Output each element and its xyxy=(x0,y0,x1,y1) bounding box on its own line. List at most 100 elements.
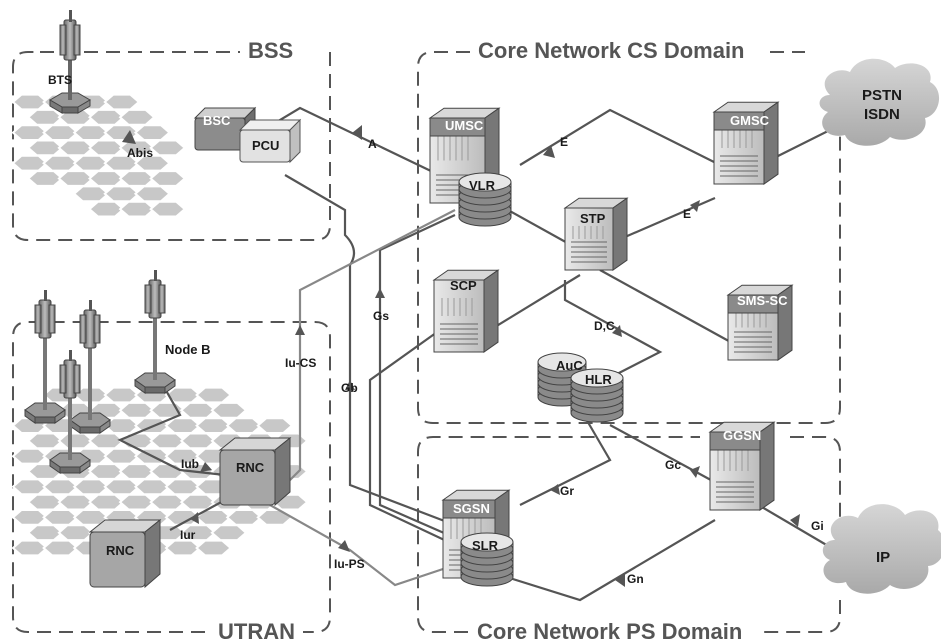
bts-label: BTS xyxy=(48,73,72,87)
cell-hexagon xyxy=(57,170,95,187)
gb-label: Gb xyxy=(341,381,358,395)
line-stp-hlr xyxy=(563,280,663,376)
marker-iups xyxy=(338,540,350,552)
cell-hexagon xyxy=(103,185,141,203)
pcu-label: PCU xyxy=(252,138,279,153)
umsc-label: UMSC xyxy=(445,118,484,133)
iub-label: Iub xyxy=(181,457,199,471)
cell-hexagon xyxy=(103,478,141,496)
gn-label: Gn xyxy=(627,572,644,586)
cell-hexagon xyxy=(42,124,80,141)
pstn-label: PSTN xyxy=(862,87,902,104)
gmsc-label: GMSC xyxy=(730,113,770,128)
cell-hexagon xyxy=(87,139,126,157)
cell-hexagon xyxy=(11,154,49,172)
gs-label: Gs xyxy=(373,309,389,323)
bss-title: BSS xyxy=(248,38,293,63)
marker-gb xyxy=(345,380,355,390)
stp-label: STP xyxy=(580,211,606,226)
cell-hexagon xyxy=(164,539,202,557)
cell-hexagon xyxy=(118,200,156,218)
cell-hexagon xyxy=(149,432,187,450)
cell-hexagon xyxy=(256,509,294,526)
slr-database xyxy=(460,532,514,587)
rnc-lower-label: RNC xyxy=(106,543,135,558)
cell-hexagon xyxy=(87,463,126,480)
group-boxes xyxy=(12,51,841,633)
sgsn-label: SGSN xyxy=(453,501,490,516)
slr-label: SLR xyxy=(472,538,499,553)
cell-hexagon xyxy=(149,463,187,480)
cell-hexagon xyxy=(11,478,49,496)
bts-tower xyxy=(49,10,91,114)
line-umsc-gmsc-e xyxy=(519,108,731,171)
pstn-isdn-cloud xyxy=(819,58,940,146)
vlr-database xyxy=(458,172,512,227)
line-rnc-slr-iups xyxy=(269,504,471,587)
line-rnc-umsc-iucs xyxy=(284,209,456,486)
cell-hexagon xyxy=(164,417,202,434)
cell-hexagon xyxy=(149,139,187,157)
line-ggsn-ip-gi xyxy=(749,499,836,551)
marker-e-upper xyxy=(543,145,555,158)
cell-hexagon xyxy=(11,539,49,557)
cell-hexagon xyxy=(72,124,110,141)
core-cs-boundary xyxy=(417,51,841,424)
cell-hexagon xyxy=(57,432,95,450)
cell-hexagon xyxy=(195,539,233,557)
cell-hexagon xyxy=(225,417,263,434)
cell-hexagon xyxy=(133,185,171,203)
cell-hexagon xyxy=(179,432,217,450)
cell-hexagon xyxy=(133,124,171,141)
cell-hexagon xyxy=(195,386,233,404)
cell-hexagon xyxy=(103,386,141,404)
cell-hexagon xyxy=(87,432,126,450)
gr-label: Gr xyxy=(560,484,574,498)
stp-server xyxy=(563,197,629,271)
line-sgsn-ggsn-gn xyxy=(499,519,716,602)
marker-iub xyxy=(200,462,212,472)
hlr-database xyxy=(570,368,624,423)
cell-hexagon xyxy=(225,509,263,526)
node-b-label: Node B xyxy=(165,342,211,357)
iu-connections xyxy=(269,209,471,587)
cell-hexagon xyxy=(26,170,64,187)
scp-label: SCP xyxy=(450,278,477,293)
bss-cell-grid xyxy=(11,93,187,218)
marker-gr xyxy=(550,484,560,495)
cell-hexagon xyxy=(72,478,110,496)
sms-sc-label: SMS-SC xyxy=(737,293,788,308)
marker-iur xyxy=(190,512,199,524)
marker-gi xyxy=(790,514,800,527)
ip-cloud xyxy=(822,504,941,594)
rnc-lower-box xyxy=(88,518,162,589)
databases xyxy=(458,172,624,587)
cell-hexagon xyxy=(11,124,49,141)
cell-hexagon xyxy=(26,139,64,157)
cell-hexagon xyxy=(26,108,64,126)
a-label: A xyxy=(368,137,377,151)
gi-label: Gi xyxy=(811,519,824,533)
cell-hexagon xyxy=(87,108,126,126)
marker-abis xyxy=(122,130,136,144)
node-b-tower xyxy=(49,350,91,474)
cell-hexagon xyxy=(256,417,294,434)
iu-cs-label: Iu-CS xyxy=(285,356,316,370)
marker-a xyxy=(352,125,362,140)
cell-hexagon xyxy=(195,417,233,434)
core-ps-boundary xyxy=(417,436,841,633)
cell-hexagon xyxy=(42,478,80,496)
cell-hexagon xyxy=(149,170,187,187)
isdn-label: ISDN xyxy=(864,106,900,123)
cell-hexagon xyxy=(103,93,141,111)
cell-hexagon xyxy=(26,524,64,542)
cell-hexagon xyxy=(57,524,95,542)
line-vlr-sgsn-gs xyxy=(378,214,461,542)
e-upper-label: E xyxy=(560,135,568,149)
utran-boundary xyxy=(12,321,331,633)
cell-hexagon xyxy=(118,108,156,126)
line-nodeb-rnc-iub xyxy=(117,379,226,477)
cell-hexagon xyxy=(72,154,110,172)
cell-hexagon xyxy=(103,447,141,465)
